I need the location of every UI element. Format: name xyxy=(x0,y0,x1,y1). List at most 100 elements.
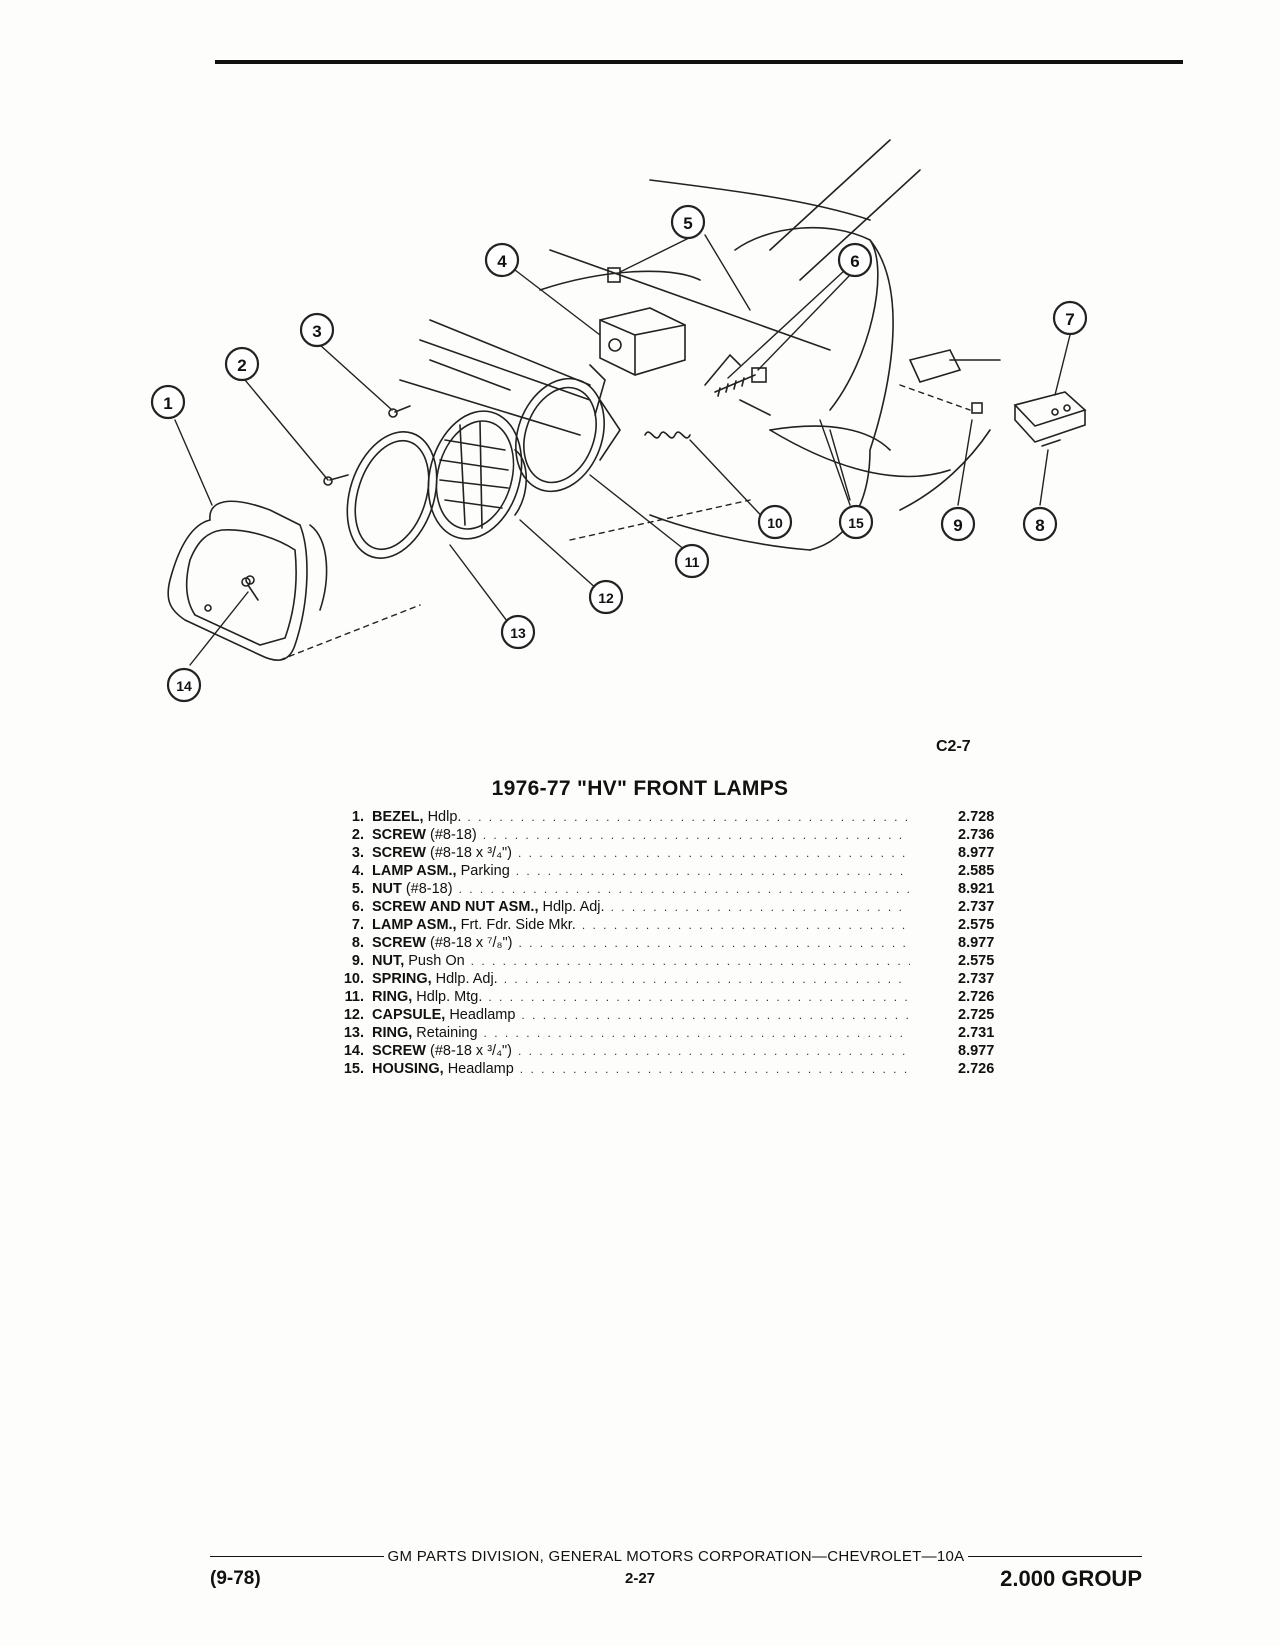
leader-dots xyxy=(453,880,910,898)
exploded-view-diagram: 1 2 3 4 5 6 7 8 9 10 11 12 13 14 15 xyxy=(130,130,1170,730)
part-name: SCREW xyxy=(372,935,426,951)
part-name: SPRING, xyxy=(372,971,432,987)
svg-text:10: 10 xyxy=(767,515,783,531)
callout-2: 2 xyxy=(224,346,260,382)
part-number: 13. xyxy=(343,1025,364,1041)
parts-list-row: 12.CAPSULE,Headlamp2.725 xyxy=(318,1006,1058,1024)
part-name: NUT xyxy=(372,881,402,897)
part-description: Hdlp. Mtg. xyxy=(416,989,483,1005)
part-description: (#8-18) xyxy=(405,881,453,897)
svg-text:13: 13 xyxy=(510,625,526,641)
part-description: Hdlp. xyxy=(427,809,462,825)
callout-4: 4 xyxy=(484,242,520,278)
svg-text:12: 12 xyxy=(598,590,614,606)
parking-lamp-part xyxy=(589,267,686,416)
leader-dots xyxy=(482,988,910,1006)
figure-code: C2-7 xyxy=(936,738,971,755)
part-name: LAMP ASM., xyxy=(372,917,457,933)
svg-text:15: 15 xyxy=(848,515,864,531)
part-number: 5. xyxy=(351,881,364,897)
parts-list-row: 9.NUT,Push On2.575 xyxy=(318,952,1058,970)
part-name: BEZEL, xyxy=(372,809,424,825)
part-number: 11. xyxy=(344,989,364,1005)
part-name: HOUSING, xyxy=(372,1061,444,1077)
part-group-code: 2.575 xyxy=(958,953,995,969)
parts-list-row: 7.LAMP ASM.,Frt. Fdr. Side Mkr.2.575 xyxy=(318,916,1058,934)
screws-parts xyxy=(241,405,411,601)
svg-text:4: 4 xyxy=(497,252,507,271)
leader-dots xyxy=(576,916,910,934)
parts-list: 1.BEZEL,Hdlp.2.7282.SCREW(#8-18)2.7363.S… xyxy=(318,808,1058,1078)
part-description: (#8-18) xyxy=(429,827,477,843)
callout-8: 8 xyxy=(1022,506,1058,542)
callout-15: 15 xyxy=(838,504,874,540)
footer-group: 2.000 GROUP xyxy=(1000,1566,1142,1591)
front-lamps-illustration: 1 2 3 4 5 6 7 8 9 10 11 12 13 14 15 xyxy=(150,139,1088,703)
part-description: Headlamp xyxy=(447,1061,514,1077)
part-group-code: 2.725 xyxy=(958,1007,995,1023)
part-name: CAPSULE, xyxy=(372,1007,446,1023)
part-number: 2. xyxy=(351,827,364,843)
part-group-code: 2.736 xyxy=(958,827,995,843)
parts-list-row: 10.SPRING,Hdlp. Adj.2.737 xyxy=(318,970,1058,988)
leader-dots xyxy=(461,808,910,826)
callout-markers: 1 2 3 4 5 6 7 8 9 10 11 12 13 14 15 xyxy=(150,204,1088,703)
callout-5: 5 xyxy=(670,204,706,240)
svg-text:3: 3 xyxy=(312,322,321,341)
part-number: 6. xyxy=(351,899,364,915)
parts-list-row: 13.RING,Retaining2.731 xyxy=(318,1024,1058,1042)
leader-lines xyxy=(174,234,1071,666)
part-description: Hdlp. Adj. xyxy=(435,971,498,987)
side-marker-lamp-part xyxy=(908,349,1087,447)
svg-text:14: 14 xyxy=(176,678,192,694)
svg-text:7: 7 xyxy=(1065,310,1074,329)
leader-dots xyxy=(512,1042,910,1060)
parts-list-row: 6.SCREW AND NUT ASM.,Hdlp. Adj.2.737 xyxy=(318,898,1058,916)
svg-text:11: 11 xyxy=(685,554,700,570)
part-name: RING, xyxy=(372,989,413,1005)
leader-dots xyxy=(512,934,910,952)
footer-date: (9-78) xyxy=(210,1568,261,1589)
part-group-code: 8.921 xyxy=(958,881,995,897)
part-name: SCREW xyxy=(372,845,426,861)
part-description: Hdlp. Adj. xyxy=(542,899,605,915)
part-name: SCREW xyxy=(372,1043,426,1059)
callout-13: 13 xyxy=(500,614,536,650)
part-description: (#8-18 x ³/₄") xyxy=(429,1043,512,1059)
parts-list-row: 15.HOUSING,Headlamp2.726 xyxy=(318,1060,1058,1078)
leader-dots xyxy=(510,862,910,880)
part-name: SCREW xyxy=(372,827,426,843)
part-number: 10. xyxy=(343,971,364,987)
leader-dots xyxy=(605,898,910,916)
footer-rule-right xyxy=(968,1555,1142,1558)
footer-division-line: GM PARTS DIVISION, GENERAL MOTORS CORPOR… xyxy=(210,1548,1142,1565)
adjuster-spring-part xyxy=(644,431,691,439)
callout-1: 1 xyxy=(150,384,186,420)
leader-dots xyxy=(465,952,910,970)
callout-12: 12 xyxy=(588,579,624,615)
callout-6: 6 xyxy=(837,242,873,278)
leader-dots xyxy=(514,1060,910,1078)
parts-list-row: 4.LAMP ASM.,Parking2.585 xyxy=(318,862,1058,880)
svg-text:6: 6 xyxy=(850,252,859,271)
header-rule xyxy=(215,60,1183,64)
part-name: NUT, xyxy=(372,953,405,969)
callout-7: 7 xyxy=(1052,300,1088,336)
callout-3: 3 xyxy=(299,312,335,348)
fender-outline xyxy=(399,139,1001,551)
part-group-code: 2.728 xyxy=(958,809,995,825)
part-description: (#8-18 x ³/₄") xyxy=(429,845,512,861)
part-description: Parking xyxy=(460,863,510,879)
bezel-part xyxy=(167,500,328,661)
footer-rule-left xyxy=(210,1555,384,1558)
parts-list-row: 11.RING,Hdlp. Mtg.2.726 xyxy=(318,988,1058,1006)
part-description: Headlamp xyxy=(449,1007,516,1023)
part-group-code: 2.585 xyxy=(958,863,995,879)
callout-14: 14 xyxy=(166,667,202,703)
part-description: Push On xyxy=(408,953,465,969)
part-number: 15. xyxy=(343,1061,364,1077)
callout-9: 9 xyxy=(940,506,976,542)
part-description: Retaining xyxy=(416,1025,478,1041)
leader-dots xyxy=(515,1006,910,1024)
leader-dots xyxy=(477,826,910,844)
